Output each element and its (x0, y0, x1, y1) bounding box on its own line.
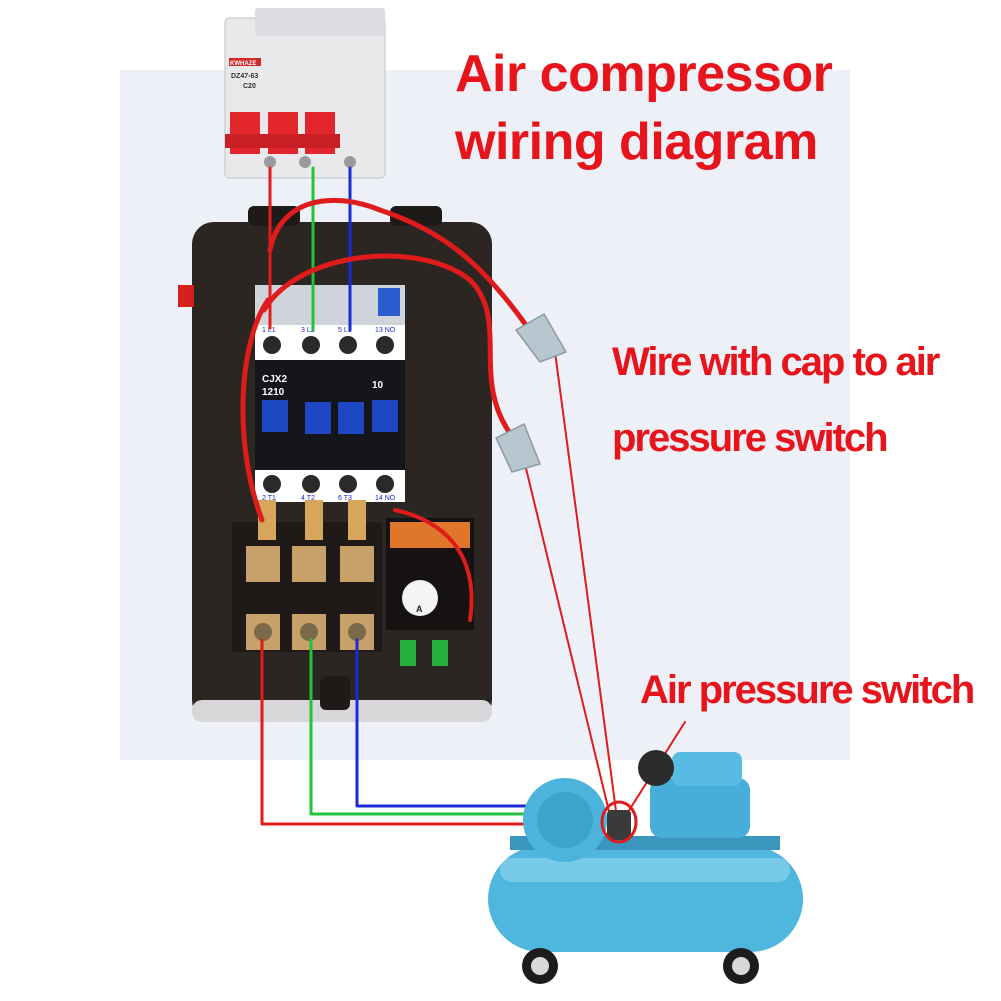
overload-relay-orange-cap (390, 522, 470, 548)
top-gland-left (248, 206, 300, 226)
contactor-top-terminal-label-2: 3 L2 (301, 327, 315, 334)
air-compressor (488, 750, 803, 984)
overload-bus-bar-1 (258, 500, 276, 540)
contactor-terminals: 1 L1 3 L2 5 L3 13 NO 2 T1 4 T2 6 T3 14 NO (262, 327, 396, 502)
breaker-terminal-1 (264, 156, 276, 168)
contactor-blue-block-2 (305, 402, 331, 434)
contactor-bottom-terminal-label-2: 4 T2 (301, 495, 315, 502)
overload-bus-bar-3 (348, 500, 366, 540)
bottom-gland (320, 676, 350, 710)
circuit-breaker-model: DZ47-63 (231, 73, 258, 80)
compressor-pressure-switch (607, 810, 631, 840)
contactor-bottom-terminal-screw-2 (302, 475, 320, 493)
overload-screw-3 (348, 623, 366, 641)
circuit-breaker-rating: C20 (243, 83, 256, 90)
wires (240, 166, 686, 829)
contactor-bottom-terminal-label-4: 14 NO (375, 495, 396, 502)
control-box-bottom-edge (192, 700, 492, 722)
overload-relay: A (232, 500, 474, 666)
circuit-breaker-top-rail (255, 8, 385, 36)
cap-wire-caption-line-1: Wire with cap to air (612, 340, 940, 384)
cap-wire-caption-line-2: pressure switch (612, 416, 889, 460)
air-pressure-switch-marker (600, 800, 638, 844)
contactor-top-terminal-screw-2 (302, 336, 320, 354)
air-pressure-switch-label: Air pressure switch (640, 668, 975, 712)
contactor-blue-block-4 (372, 400, 398, 432)
overload-screw-2 (300, 623, 318, 641)
red-indicator (178, 285, 194, 307)
overload-dial (402, 580, 438, 616)
contactor-top-terminal-screw-4 (376, 336, 394, 354)
contactor-model-line2: 1210 (262, 387, 285, 398)
title-line-2: wiring diagram (455, 113, 818, 171)
contactor-blue-block-3 (338, 402, 364, 434)
contactor-bottom-terminal-screw-1 (263, 475, 281, 493)
contactor-top-terminal-screw-3 (339, 336, 357, 354)
breaker-terminal-2 (299, 156, 311, 168)
wire-cap-2 (495, 422, 542, 473)
circuit-breaker: KWHAZE DZ47-63 C20 (224, 8, 386, 179)
compressor-motor-face (537, 792, 593, 848)
contactor-coil-top (378, 288, 400, 316)
contactor-top-terminal-screw-1 (263, 336, 281, 354)
contactor-blue-block-1 (262, 400, 288, 432)
overload-bus-bar-2 (305, 500, 323, 540)
overload-terminal-top-2 (292, 546, 326, 582)
contactor-model-line1: CJX2 (262, 374, 287, 385)
overload-dial-label: A (416, 604, 423, 614)
overload-terminal-top-3 (340, 546, 374, 582)
circuit-breaker-brand-badge (229, 58, 261, 66)
contactor-top-terminal-label-4: 13 NO (375, 327, 396, 334)
control-wire-aux-loop (393, 508, 474, 622)
control-wire-upper (267, 197, 531, 331)
overload-terminal-top-1 (246, 546, 280, 582)
wire-caps (495, 312, 568, 473)
contactor-aux-code: 10 (372, 380, 384, 391)
compressor-wheel-left-hub (531, 957, 549, 975)
contactor-bottom-terminal-label-1: 2 T1 (262, 495, 276, 502)
signal-wire-2 (523, 459, 614, 829)
signal-wire-1 (554, 351, 619, 827)
compressor-flywheel (638, 750, 674, 786)
control-wire-lower (240, 253, 515, 523)
overload-green-terminal-2 (432, 640, 448, 666)
contactor-bottom-terminal-screw-3 (339, 475, 357, 493)
title-line-1: Air compressor (455, 45, 833, 103)
overload-green-terminal-1 (400, 640, 416, 666)
breaker-terminal-3 (344, 156, 356, 168)
compressor-pump-body (650, 778, 750, 838)
green-motor-wire (309, 638, 530, 816)
wire-cap-1 (514, 312, 568, 363)
compressor-wheel-right-hub (732, 957, 750, 975)
blue-motor-wire (355, 638, 532, 808)
contactor-top-terminal-label-3: 5 L3 (338, 327, 352, 334)
contactor-bottom-terminal-label-3: 6 T3 (338, 495, 352, 502)
compressor-pump-head (672, 752, 742, 786)
contactor-top-terminal-label-1: 1 L1 (262, 327, 276, 334)
compressor-tank-highlight (500, 858, 790, 882)
contactor: CJX2 1210 10 (255, 285, 405, 502)
circuit-breaker-lever-bar (225, 134, 340, 148)
overload-screw-1 (254, 623, 272, 641)
contactor-bottom-terminal-screw-4 (376, 475, 394, 493)
circuit-breaker-brand: KWHAZE (230, 61, 256, 67)
red-motor-wire (260, 638, 537, 826)
